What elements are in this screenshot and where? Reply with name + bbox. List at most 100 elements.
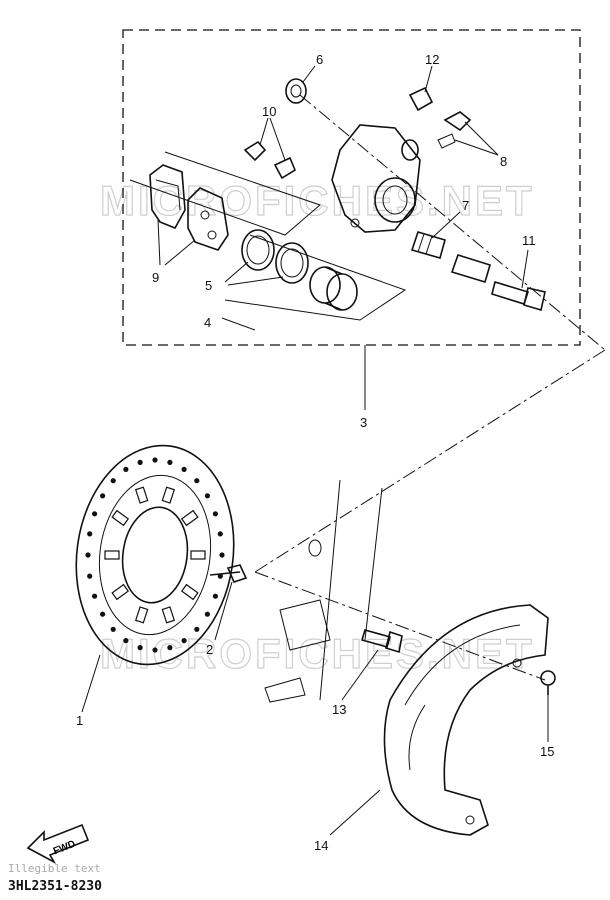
callout-7: 7: [462, 198, 469, 213]
disc-slot: [180, 583, 199, 601]
leader-7: [431, 211, 461, 239]
disc-holes: [85, 457, 225, 653]
leader-10b: [269, 117, 286, 161]
leader-1: [81, 654, 101, 713]
disc-slot: [161, 486, 176, 504]
caliper-bolt: [491, 280, 546, 312]
leader-9a: [157, 219, 161, 266]
leader-14: [329, 789, 381, 836]
disc-hole: [167, 459, 173, 465]
callout-1: 1: [76, 713, 83, 728]
watermark-top: MICROFICHES.NET: [100, 177, 535, 224]
disc-slot: [104, 550, 120, 560]
callout-5: 5: [205, 278, 212, 293]
disc-hole: [137, 645, 143, 651]
callout-2: 2: [206, 642, 213, 657]
brake-pad-left: [149, 164, 186, 230]
disc-hole: [123, 638, 129, 644]
callout-13: 13: [332, 702, 346, 717]
disc-hole: [204, 611, 210, 617]
leader-8b: [454, 139, 499, 156]
disc-slot: [161, 606, 176, 624]
piston-group-bracket: [224, 234, 407, 321]
slide-pin: [450, 254, 491, 283]
callout-15: 15: [540, 744, 554, 759]
disc-hole: [85, 552, 91, 558]
fork-leg: [264, 479, 383, 703]
caliper-spring: [410, 231, 446, 259]
disc-cover: [383, 604, 549, 836]
leader-8a: [464, 121, 499, 156]
disc-hole: [123, 466, 129, 472]
disc-hole: [110, 626, 116, 632]
caliper-piston: [309, 266, 358, 311]
watermark-bottom: MICROFICHES.NET: [100, 630, 535, 677]
callout-14: 14: [314, 838, 328, 853]
pad-clip-left: [243, 140, 267, 162]
callout-11: 11: [522, 233, 536, 248]
disc-hole: [194, 478, 200, 484]
disc-hole: [194, 626, 200, 632]
disc-hole: [92, 511, 98, 517]
caliper-assembly-frame: [122, 29, 581, 346]
axis-line-shield: [254, 571, 546, 681]
piston-seal-2: [275, 242, 309, 284]
disc-bolt: [209, 564, 248, 583]
drawing-code: 3HL2351-8230: [8, 879, 102, 894]
leader-13: [341, 649, 379, 701]
disc-hole: [100, 493, 106, 499]
pad-group-bracket: [129, 151, 321, 236]
disc-hole: [100, 611, 106, 617]
callout-8: 8: [500, 154, 507, 169]
brake-disc: [75, 444, 235, 666]
disc-hole: [87, 573, 93, 579]
disc-slot: [111, 509, 130, 527]
disc-hole: [219, 552, 225, 558]
leader-10a: [259, 117, 269, 146]
cover-screw: [540, 670, 556, 695]
piston-seal-1: [241, 229, 275, 271]
shield-bolt: [360, 629, 403, 654]
disc-hole: [204, 493, 210, 499]
callout-10: 10: [262, 104, 276, 119]
bleed-screw: [437, 111, 472, 149]
disc-slot: [180, 509, 199, 527]
faint-caption: Illegible text: [8, 862, 101, 875]
callout-9: 9: [152, 270, 159, 285]
axis-line-caliper: [299, 94, 606, 351]
leader-11: [521, 249, 529, 289]
pad-clip-right: [273, 156, 297, 180]
disc-hole: [152, 647, 158, 653]
callout-12: 12: [425, 52, 439, 67]
disc-hole: [137, 459, 143, 465]
leader-4: [221, 317, 256, 331]
disc-slot: [134, 486, 149, 504]
disc-hole: [181, 466, 187, 472]
leader-9b: [164, 239, 196, 266]
caliper-body: [331, 124, 421, 233]
dust-boot: [285, 78, 307, 104]
disc-hole: [92, 593, 98, 599]
leader-5a: [224, 261, 249, 283]
disc-hole: [212, 511, 218, 517]
sleeve: [408, 86, 434, 112]
disc-hole: [217, 531, 223, 537]
fwd-label: FWD: [52, 839, 77, 858]
brake-pad-right: [187, 187, 229, 251]
disc-slot: [134, 606, 149, 624]
fwd-arrow-icon: [26, 823, 90, 865]
disc-slot: [190, 550, 206, 560]
callout-6: 6: [316, 52, 323, 67]
leader-5b: [227, 276, 284, 286]
leader-12: [424, 65, 433, 93]
callout-3: 3: [360, 415, 367, 430]
callout-4: 4: [204, 315, 211, 330]
leader-2: [214, 581, 233, 641]
disc-hole: [181, 638, 187, 644]
axis-line-mount: [254, 349, 606, 573]
disc-hole: [152, 457, 158, 463]
disc-hole: [167, 645, 173, 651]
leader-6: [302, 65, 316, 83]
disc-hole: [110, 478, 116, 484]
